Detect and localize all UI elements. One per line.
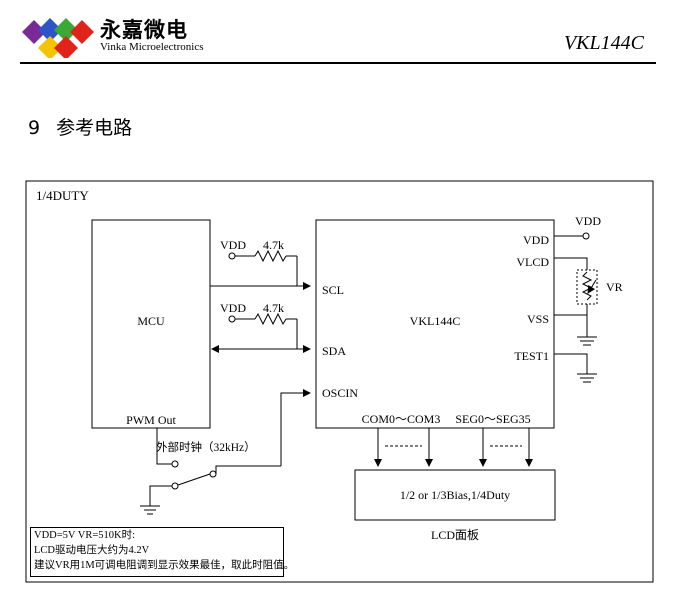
mcu-label: MCU [137,314,165,328]
vr-potentiometer [576,269,598,305]
header-divider [20,62,656,64]
pin-oscin: OSCIN [322,386,358,400]
scl-pullup-supply: VDD [220,238,246,252]
notes-box: VDD=5V VR=510K时: LCD驱动电压大约为4.2V 建议VR用1M可… [30,527,295,577]
lcd-panel-block [354,469,556,521]
sda-pullup-supply: VDD [220,301,246,315]
note-line-3: 建议VR用1M可调电阻调到显示效果最佳，取此时阻值。 [34,560,295,571]
note-line-1: VDD=5V VR=510K时: [34,530,136,541]
logo-diamonds-icon [22,18,94,60]
switch-pivot [171,482,179,490]
oscin-wire [280,389,311,466]
sda-pullup-value: 4.7k [263,301,284,315]
lcd-caption: LCD面板 [431,528,479,542]
pin-scl: SCL [322,283,344,297]
pwm-out-label: PWM Out [126,413,176,427]
vkl144c-block [315,219,555,429]
sda-pullup: VDD 4.7k [220,301,298,349]
pin-seg: SEG0～SEG35 [455,412,530,426]
switch-blade [177,473,211,486]
pin-vdd: VDD [523,233,549,247]
pin-vss: VSS [527,312,549,326]
section-heading: 9 参考电路 [28,113,132,140]
pin-test1: TEST1 [514,349,549,363]
section-number: 9 [28,117,41,139]
brand-name-en: Vinka Microelectronics [100,41,204,53]
diagram-frame [25,180,654,583]
section-title: 参考电路 [56,117,133,139]
note-line-2: LCD驱动电压大约为4.2V [34,545,150,556]
vdd-supply-label: VDD [575,214,601,228]
chip-label: VKL144C [410,314,461,328]
company-logo [20,14,220,60]
model-title: VKL144C [563,32,644,54]
scl-pullup: VDD 4.7k [220,238,298,286]
vr-label: VR [606,280,623,294]
pin-vlcd: VLCD [516,255,549,269]
pin-com: COM0～COM3 [362,412,441,426]
lcd-box-label: 1/2 or 1/3Bias,1/4Duty [400,488,510,502]
pin-sda: SDA [322,344,346,358]
mcu-block [91,219,211,429]
scl-pullup-value: 4.7k [263,238,284,252]
clock-label: 外部时钟（32kHz） [156,440,256,454]
duty-label: 1/4DUTY [36,188,89,203]
brand-name-cn: 永嘉微电 [100,18,188,42]
